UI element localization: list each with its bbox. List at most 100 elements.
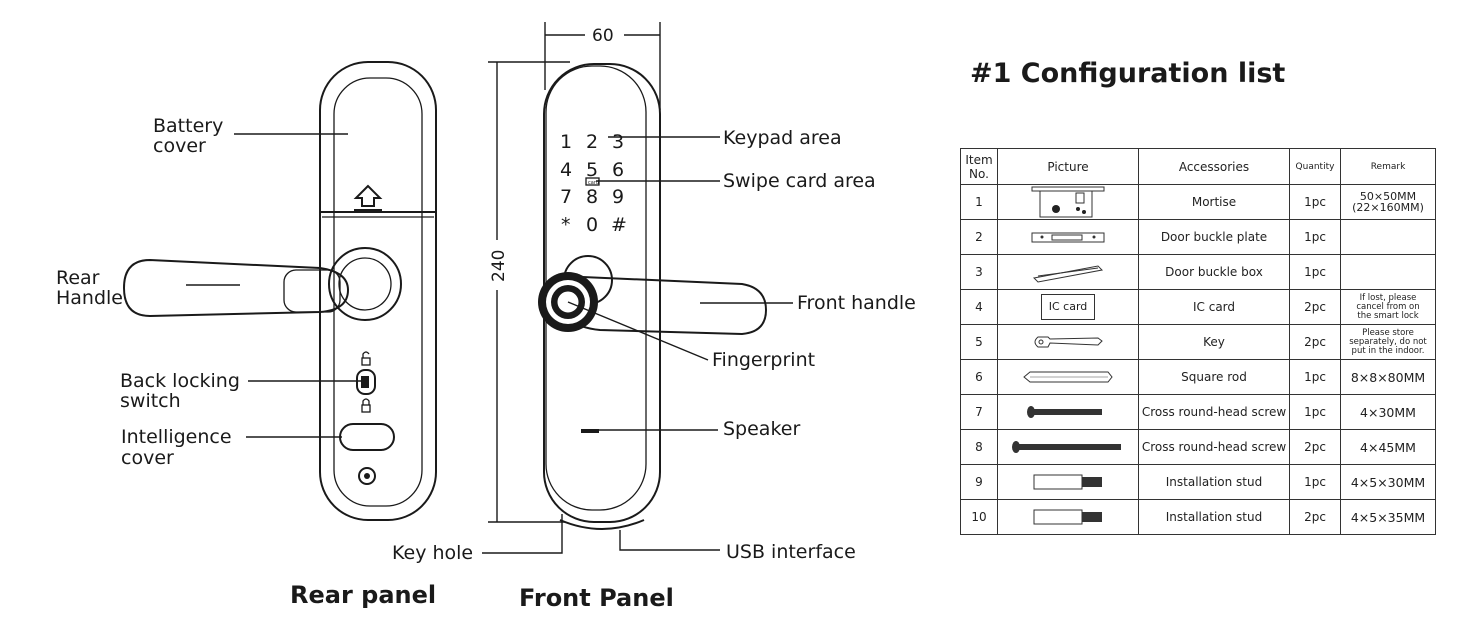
dimension-width: 60 [544, 22, 661, 110]
row-quantity: 2pc [1289, 499, 1341, 535]
row-remark: 50×50MM(22×160MM) [1340, 184, 1436, 220]
row-quantity: 2pc [1289, 289, 1341, 325]
row-picture [997, 254, 1139, 290]
row-remark: 4×45MM [1340, 429, 1436, 465]
row-remark [1340, 219, 1436, 255]
row-picture [997, 429, 1139, 465]
label-rear-handle-line1: Rear [56, 267, 100, 289]
row-quantity: 1pc [1289, 254, 1341, 290]
row-remark: 8×8×80MM [1340, 359, 1436, 395]
row-remark: 4×5×35MM [1340, 499, 1436, 535]
rear-handle-drawing [122, 258, 350, 318]
key-hole-drawing [358, 467, 376, 485]
label-swipe-card-area: Swipe card area [723, 170, 876, 192]
stud-icon [1033, 474, 1102, 490]
row-accessory: Cross round-head screw [1138, 429, 1290, 465]
header-picture: Picture [997, 148, 1139, 185]
label-usb-interface: USB interface [726, 541, 856, 563]
dimension-width-value: 60 [592, 26, 614, 46]
row-accessory: IC card [1138, 289, 1290, 325]
label-speaker: Speaker [723, 418, 800, 440]
row-remark: 4×30MM [1340, 394, 1436, 430]
stud-icon [1033, 509, 1102, 525]
mortise-icon [1031, 186, 1105, 218]
short-screw-icon [1027, 406, 1102, 418]
row-accessory: Mortise [1138, 184, 1290, 220]
row-number: 6 [960, 359, 998, 395]
table-row: 7 Cross round-head screw 1pc 4×30MM [960, 394, 1436, 430]
label-key-hole: Key hole [392, 542, 473, 564]
row-number: 5 [960, 324, 998, 360]
label-battery-cover-line2: cover [153, 135, 206, 157]
speaker-slot [581, 429, 599, 433]
dimension-height-value: 240 [489, 250, 509, 282]
row-number: 1 [960, 184, 998, 220]
ic-card-icon: IC card [1041, 294, 1095, 320]
key-2: 2 [586, 131, 598, 153]
table-row: 10 Installation stud 2pc 4×5×35MM [960, 499, 1436, 535]
label-keypad-area: Keypad area [723, 127, 842, 149]
row-picture: IC card [997, 289, 1139, 325]
label-intelligence-cover-line1: Intelligence [121, 426, 232, 448]
row-picture [997, 359, 1139, 395]
row-number: 3 [960, 254, 998, 290]
header-accessories: Accessories [1138, 148, 1290, 185]
row-accessory: Installation stud [1138, 499, 1290, 535]
row-remark [1340, 254, 1436, 290]
padlock-open-icon [361, 351, 371, 366]
key-6: 6 [612, 159, 624, 181]
row-picture [997, 324, 1139, 360]
label-front-handle: Front handle [797, 292, 916, 314]
long-screw-icon [1012, 441, 1121, 453]
row-quantity: 1pc [1289, 394, 1341, 430]
key-1: 1 [560, 131, 572, 153]
door-buckle-box-icon [1032, 265, 1104, 283]
caption-rear-panel: Rear panel [290, 581, 436, 609]
key-8: 8 [586, 186, 598, 208]
row-number: 2 [960, 219, 998, 255]
table-row: 3 Door buckle box 1pc [960, 254, 1436, 290]
key-3: 3 [612, 131, 624, 153]
arrow-up-icon [353, 184, 383, 211]
label-intelligence-cover-line2: cover [121, 447, 174, 469]
lock-diagram: Battery cover Rear Handle Back locking s… [56, 22, 916, 612]
row-picture [997, 219, 1139, 255]
rear-panel-drawing [122, 61, 437, 521]
table-row: 2 Door buckle plate 1pc [960, 219, 1436, 255]
key-0: 0 [586, 214, 598, 236]
row-quantity: 2pc [1289, 324, 1341, 360]
key-7: 7 [560, 186, 572, 208]
table-row: 6 Square rod 1pc 8×8×80MM [960, 359, 1436, 395]
caption-front-panel: Front Panel [519, 584, 674, 612]
label-back-locking-switch-line1: Back locking [120, 370, 240, 392]
configuration-list-title: #1 Configuration list [970, 58, 1286, 89]
row-accessory: Door buckle plate [1138, 219, 1290, 255]
table-row: 1 Mortise 1pc 50×50MM(22×160MM) [960, 184, 1436, 220]
key-4: 4 [560, 159, 572, 181]
header-quantity: Quantity [1289, 148, 1341, 185]
card-mark: card [588, 180, 599, 186]
row-accessory: Installation stud [1138, 464, 1290, 500]
rear-panel-body [319, 61, 437, 521]
row-picture [997, 394, 1139, 430]
key-star: * [561, 214, 571, 236]
row-quantity: 1pc [1289, 184, 1341, 220]
square-rod-icon [1023, 371, 1113, 383]
row-picture [997, 184, 1139, 220]
back-locking-switch-knob [356, 369, 376, 395]
key-hash: # [611, 214, 627, 236]
intelligence-cover-drawing [339, 423, 395, 451]
table-row: 9 Installation stud 1pc 4×5×30MM [960, 464, 1436, 500]
dimension-height: 240 [488, 61, 570, 523]
key-9: 9 [612, 186, 624, 208]
row-number: 8 [960, 429, 998, 465]
label-rear-handle-line2: Handle [56, 287, 123, 309]
row-number: 10 [960, 499, 998, 535]
row-remark: 4×5×30MM [1340, 464, 1436, 500]
